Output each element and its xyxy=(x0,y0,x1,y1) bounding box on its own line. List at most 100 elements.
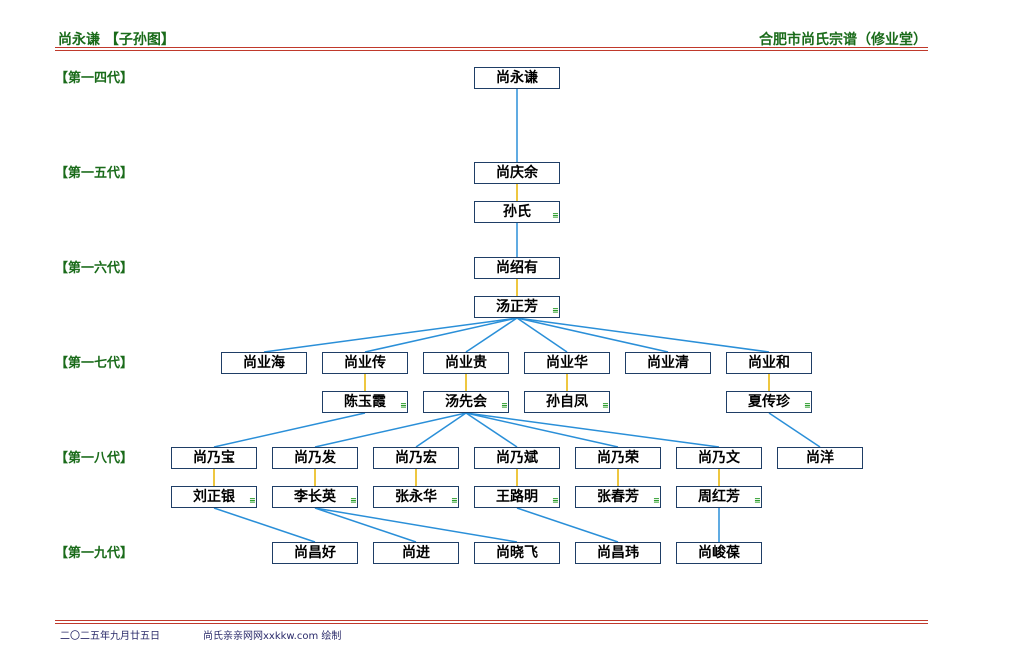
person-name: 尚昌好 xyxy=(294,545,336,561)
generation-label: 【第一五代】 xyxy=(55,166,134,181)
generation-label: 【第一七代】 xyxy=(55,356,134,371)
person-node[interactable]: 尚业清 xyxy=(625,352,711,374)
person-node[interactable]: 尚进 xyxy=(373,542,459,564)
descent-link xyxy=(465,412,619,448)
person-node[interactable]: 尚昌玮 xyxy=(575,542,661,564)
header-rule xyxy=(55,50,928,51)
person-name: 尚乃宝 xyxy=(193,450,235,466)
person-name: 尚乃宏 xyxy=(395,450,437,466)
spouse-marker-icon xyxy=(552,499,557,505)
person-node[interactable]: 尚业传 xyxy=(322,352,408,374)
spouse-node[interactable]: 陈玉霞 xyxy=(322,391,408,413)
person-name: 王路明 xyxy=(496,489,538,505)
spouse-marker-icon xyxy=(350,499,355,505)
person-name: 尚昌玮 xyxy=(597,545,639,561)
descent-link xyxy=(516,317,770,353)
spouse-marker-icon xyxy=(552,309,557,315)
person-name: 张永华 xyxy=(395,489,437,505)
person-name: 尚进 xyxy=(402,545,430,561)
person-name: 尚晓飞 xyxy=(496,545,538,561)
descent-link xyxy=(364,317,518,353)
person-name: 李长英 xyxy=(294,489,336,505)
person-node[interactable]: 尚乃文 xyxy=(676,447,762,469)
descent-link xyxy=(415,412,467,448)
person-name: 尚业传 xyxy=(344,355,386,371)
page-title: 尚永谦 【子孙图】 xyxy=(58,32,175,48)
descent-link xyxy=(465,412,720,448)
person-node[interactable]: 尚峻葆 xyxy=(676,542,762,564)
descent-link xyxy=(465,317,518,353)
person-node[interactable]: 尚业和 xyxy=(726,352,812,374)
person-name: 尚永谦 xyxy=(496,70,538,86)
person-name: 尚峻葆 xyxy=(698,545,740,561)
person-node[interactable]: 尚洋 xyxy=(777,447,863,469)
person-name: 尚乃荣 xyxy=(597,450,639,466)
person-name: 尚洋 xyxy=(806,450,834,466)
spouse-marker-icon xyxy=(602,404,607,410)
genealogy-title: 合肥市尚氏宗谱（修业堂） xyxy=(759,32,927,48)
person-node[interactable]: 尚永谦 xyxy=(474,67,560,89)
spouse-node[interactable]: 张春芳 xyxy=(575,486,661,508)
person-name: 夏传珍 xyxy=(748,394,790,410)
spouse-node[interactable]: 王路明 xyxy=(474,486,560,508)
spouse-node[interactable]: 孙氏 xyxy=(474,201,560,223)
person-node[interactable]: 尚业华 xyxy=(524,352,610,374)
person-name: 尚业清 xyxy=(647,355,689,371)
person-node[interactable]: 尚昌好 xyxy=(272,542,358,564)
descent-link xyxy=(213,507,316,543)
person-name: 尚业贵 xyxy=(445,355,487,371)
person-node[interactable]: 尚业贵 xyxy=(423,352,509,374)
descent-link xyxy=(516,317,669,353)
footer-credit: 尚氏亲亲网网xxkkw.com 绘制 xyxy=(203,631,342,642)
spouse-node[interactable]: 张永华 xyxy=(373,486,459,508)
spouse-marker-icon xyxy=(400,404,405,410)
spouse-marker-icon xyxy=(804,404,809,410)
generation-label: 【第一八代】 xyxy=(55,451,134,466)
person-name: 尚业和 xyxy=(748,355,790,371)
footer-rule xyxy=(55,623,928,624)
descent-link xyxy=(314,507,417,543)
person-node[interactable]: 尚晓飞 xyxy=(474,542,560,564)
descent-link xyxy=(213,412,366,448)
person-name: 尚绍有 xyxy=(496,260,538,276)
spouse-node[interactable]: 夏传珍 xyxy=(726,391,812,413)
person-node[interactable]: 尚绍有 xyxy=(474,257,560,279)
person-node[interactable]: 尚业海 xyxy=(221,352,307,374)
descent-link xyxy=(465,412,518,448)
person-name: 孙自凤 xyxy=(546,394,588,410)
person-node[interactable]: 尚乃发 xyxy=(272,447,358,469)
person-name: 汤先会 xyxy=(445,394,487,410)
person-name: 尚乃发 xyxy=(294,450,336,466)
footer-date: 二〇二五年九月廿五日 xyxy=(60,631,160,642)
spouse-node[interactable]: 刘正银 xyxy=(171,486,257,508)
person-name: 汤正芳 xyxy=(496,299,538,315)
person-name: 尚庆余 xyxy=(496,165,538,181)
person-node[interactable]: 尚乃宝 xyxy=(171,447,257,469)
person-name: 孙氏 xyxy=(503,204,531,220)
descent-link xyxy=(314,412,467,448)
spouse-node[interactable]: 孙自凤 xyxy=(524,391,610,413)
person-node[interactable]: 尚乃荣 xyxy=(575,447,661,469)
descent-link xyxy=(768,412,821,448)
person-name: 张春芳 xyxy=(597,489,639,505)
descent-link xyxy=(263,317,518,353)
spouse-node[interactable]: 李长英 xyxy=(272,486,358,508)
descent-link xyxy=(516,507,619,543)
descent-link xyxy=(516,317,568,353)
spouse-node[interactable]: 周红芳 xyxy=(676,486,762,508)
person-node[interactable]: 尚乃斌 xyxy=(474,447,560,469)
generation-label: 【第一四代】 xyxy=(55,71,134,86)
person-name: 刘正银 xyxy=(193,489,235,505)
person-name: 尚业海 xyxy=(243,355,285,371)
spouse-marker-icon xyxy=(754,499,759,505)
person-node[interactable]: 尚乃宏 xyxy=(373,447,459,469)
spouse-marker-icon xyxy=(501,404,506,410)
descent-link xyxy=(314,507,518,543)
spouse-node[interactable]: 汤正芳 xyxy=(474,296,560,318)
person-node[interactable]: 尚庆余 xyxy=(474,162,560,184)
spouse-node[interactable]: 汤先会 xyxy=(423,391,509,413)
person-name: 尚乃斌 xyxy=(496,450,538,466)
spouse-marker-icon xyxy=(653,499,658,505)
person-name: 尚乃文 xyxy=(698,450,740,466)
